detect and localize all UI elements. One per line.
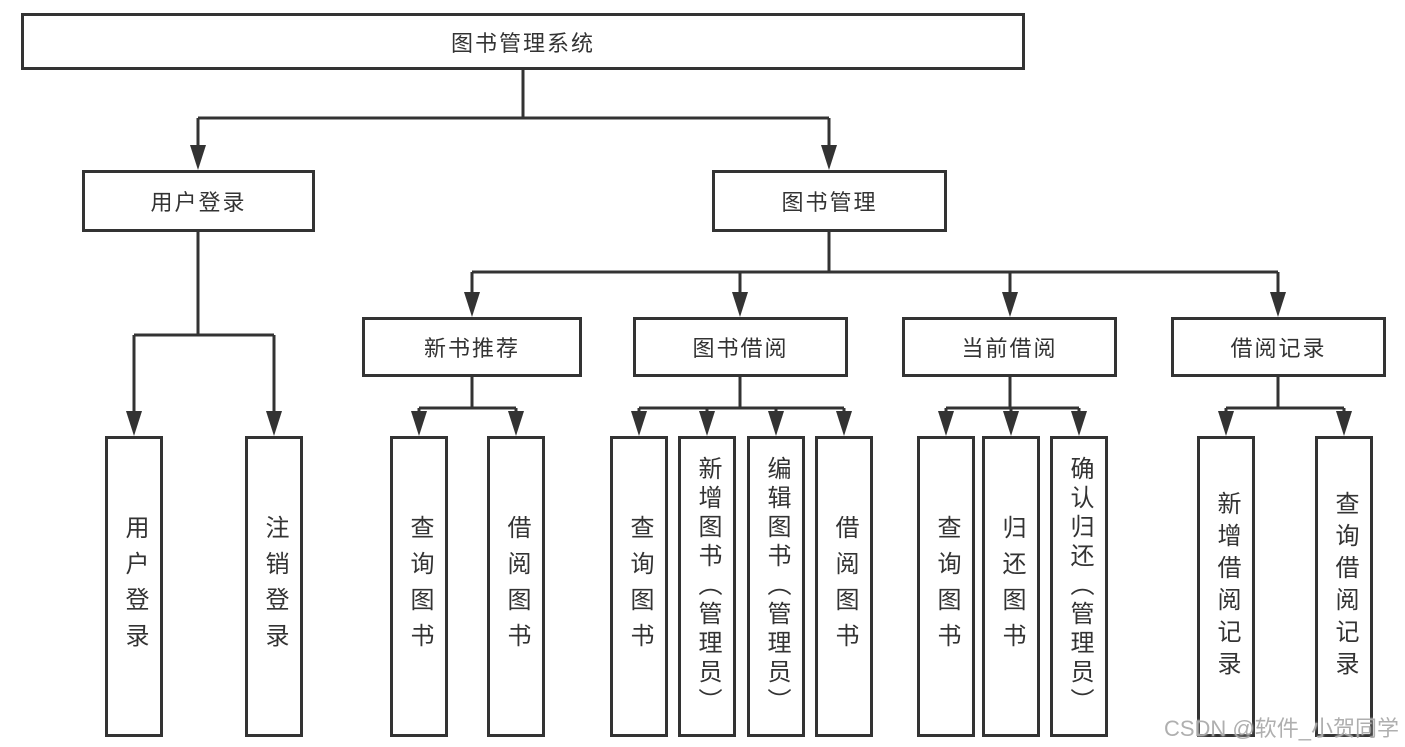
arrowhead-icon <box>126 411 142 436</box>
leaf-borrow-books-recommend: 借阅图书 <box>487 436 545 737</box>
connector-new-book-recommend <box>411 377 524 436</box>
leaf-query-borrow-record: 查询借阅记录 <box>1315 436 1373 737</box>
arrowhead-icon <box>699 411 715 436</box>
arrowhead-icon <box>768 411 784 436</box>
node-borrowing-records: 借阅记录 <box>1171 317 1386 377</box>
connector-user-login <box>126 232 282 436</box>
leaf-add-books-admin: 新增图书（管理员） <box>678 436 736 737</box>
arrowhead-icon <box>938 411 954 436</box>
leaf-query-books-current: 查询图书 <box>917 436 975 737</box>
arrowhead-icon <box>1218 411 1234 436</box>
leaf-query-books-borrowing: 查询图书 <box>610 436 668 737</box>
arrowhead-icon <box>1071 411 1087 436</box>
watermark: CSDN @软件_小贺同学 <box>1163 716 1399 741</box>
node-current-borrowing: 当前借阅 <box>902 317 1117 377</box>
arrowhead-icon <box>1336 411 1352 436</box>
connector-root-to-level2 <box>190 70 837 170</box>
leaf-return-books: 归还图书 <box>982 436 1040 737</box>
arrowhead-icon <box>821 145 837 170</box>
node-user-login: 用户登录 <box>82 170 315 232</box>
arrowhead-icon <box>1003 411 1019 436</box>
leaf-edit-books-admin: 编辑图书（管理员） <box>747 436 805 737</box>
arrowhead-icon <box>1002 292 1018 317</box>
arrowhead-icon <box>631 411 647 436</box>
node-book-borrowing: 图书借阅 <box>633 317 848 377</box>
arrowhead-icon <box>508 411 524 436</box>
arrowhead-icon <box>732 292 748 317</box>
leaf-logout: 注销登录 <box>245 436 303 737</box>
arrowhead-icon <box>464 292 480 317</box>
connector-borrowing-records <box>1218 377 1352 436</box>
connector-book-management <box>464 232 1286 317</box>
node-new-book-recommend: 新书推荐 <box>362 317 582 377</box>
arrowhead-icon <box>411 411 427 436</box>
arrowhead-icon <box>836 411 852 436</box>
leaf-confirm-return-admin: 确认归还（管理员） <box>1050 436 1108 737</box>
connector-current-borrowing <box>938 377 1087 436</box>
leaf-borrow-books-borrowing: 借阅图书 <box>815 436 873 737</box>
arrowhead-icon <box>266 411 282 436</box>
leaf-query-books-recommend: 查询图书 <box>390 436 448 737</box>
connector-book-borrowing <box>631 377 852 436</box>
leaf-add-borrow-record: 新增借阅记录 <box>1197 436 1255 737</box>
leaf-user-login: 用户登录 <box>105 436 163 737</box>
arrowhead-icon <box>190 145 206 170</box>
node-book-management: 图书管理 <box>712 170 947 232</box>
arrowhead-icon <box>1270 292 1286 317</box>
node-root: 图书管理系统 <box>21 13 1025 70</box>
